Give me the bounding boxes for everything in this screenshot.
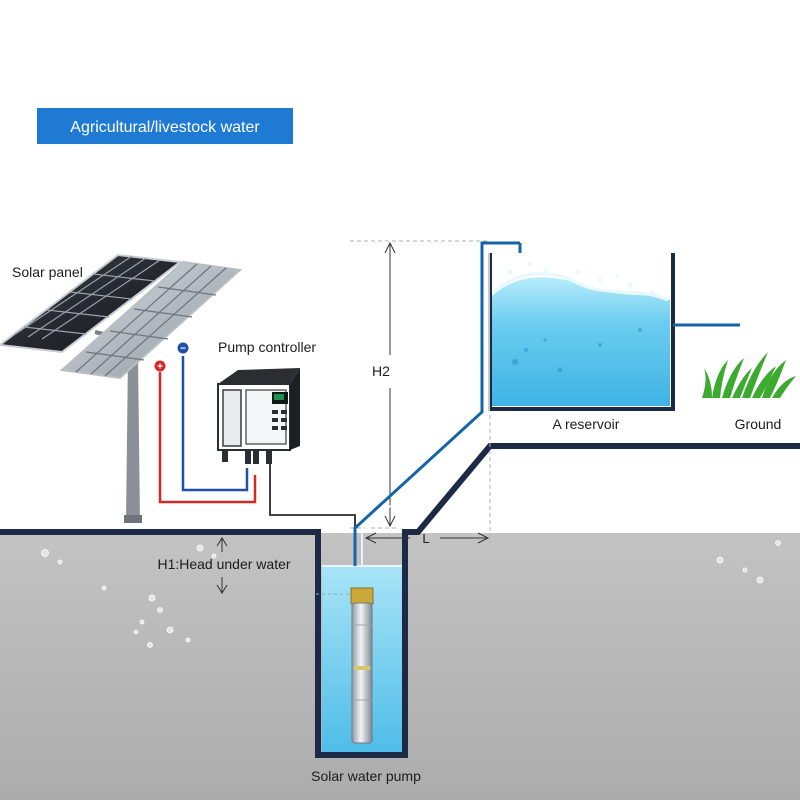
delivery-pipe (353, 241, 522, 566)
ground-bubbles-right (716, 540, 781, 584)
ground-label: Ground (735, 416, 782, 432)
grass-icon (702, 352, 796, 398)
ground-area (0, 443, 800, 800)
submersible-pump (350, 587, 374, 744)
ground-outline (0, 443, 800, 758)
h1-dimension (216, 537, 350, 595)
badge-label: Agricultural/livestock water (70, 119, 260, 136)
panel-pole (126, 355, 140, 522)
pump-label: Solar water pump (311, 768, 421, 784)
l-dimension (364, 415, 491, 545)
reservoir-label: A reservoir (553, 416, 620, 432)
header-badge: Agricultural/livestock water (37, 108, 293, 144)
water-splash (507, 262, 654, 294)
negative-terminal (177, 342, 189, 354)
h2-dimension (350, 240, 490, 529)
h2-label: H2 (372, 363, 390, 379)
positive-sign: + (157, 362, 163, 373)
solar-panel-assembly (0, 253, 243, 523)
outlet-pipe (353, 241, 520, 566)
positive-wire (158, 372, 257, 504)
negative-wire (181, 356, 249, 492)
solar-panel-right (59, 260, 243, 380)
pump-controller (217, 368, 300, 464)
positive-terminal (154, 360, 166, 372)
solar-panel-label: Solar panel (12, 264, 83, 280)
reservoir-tank-outline (488, 253, 675, 411)
l-label: L (422, 531, 429, 546)
badge-background (37, 108, 293, 144)
ground-bubbles-left (41, 544, 217, 648)
solar-panel-left (0, 253, 183, 354)
reservoir (488, 253, 740, 411)
upper-ground-backdrop (490, 446, 800, 533)
h1-label: H1:Head under water (157, 556, 290, 572)
negative-sign: − (180, 344, 186, 355)
reservoir-water (490, 277, 670, 406)
pump-controller-label: Pump controller (218, 339, 316, 355)
